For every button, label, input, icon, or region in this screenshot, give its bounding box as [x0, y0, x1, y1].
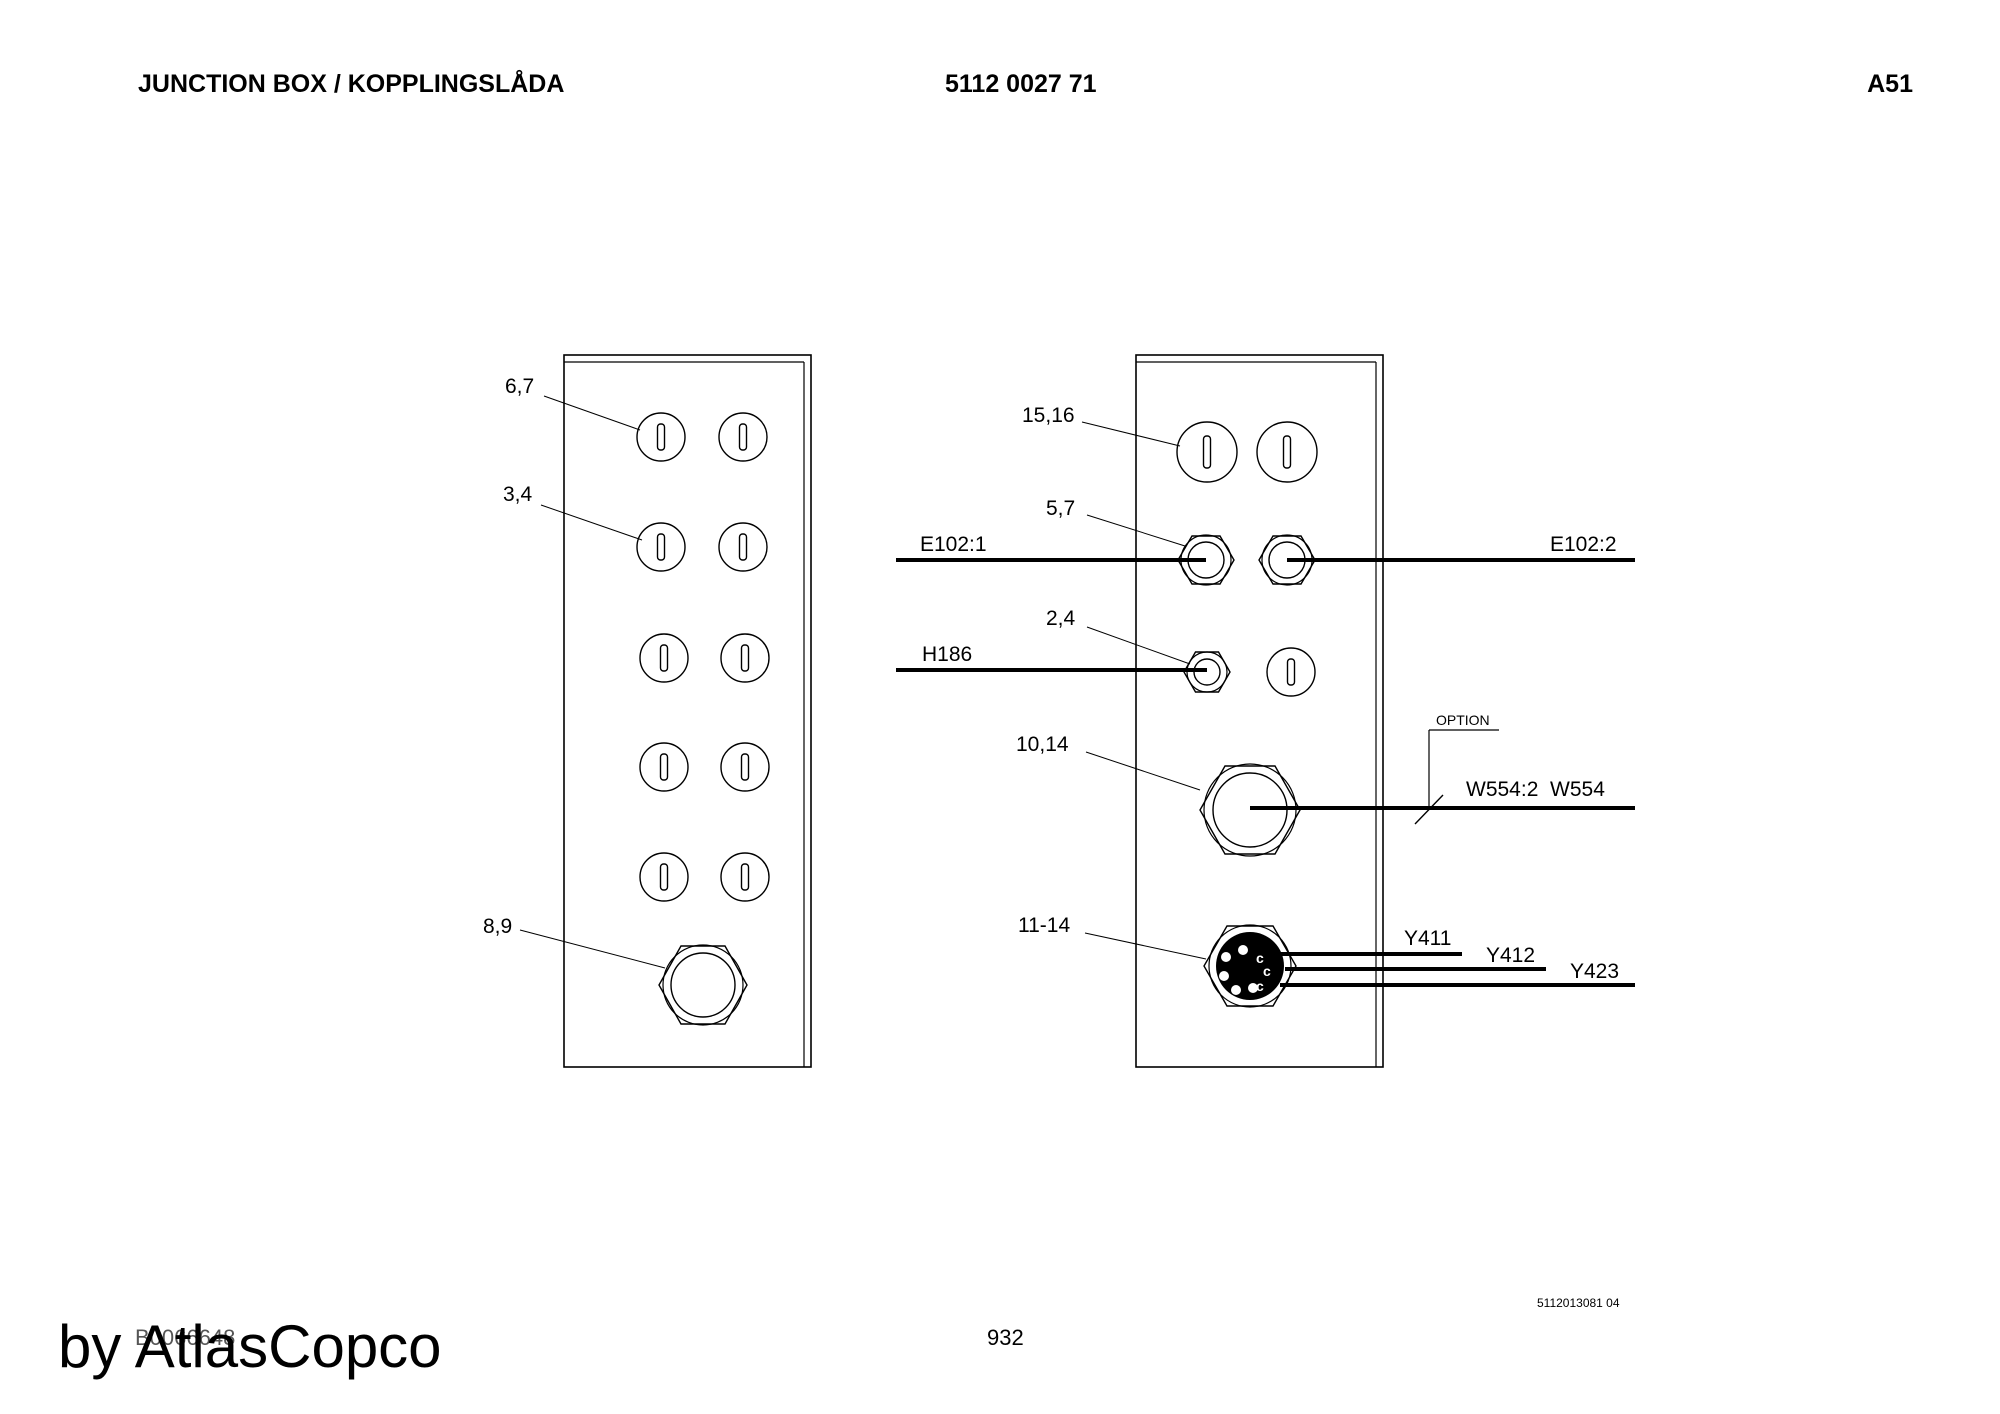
callout-10-14: 10,14: [1016, 733, 1069, 756]
callout-5-7: 5,7: [1046, 497, 1075, 520]
sheet-code: A51: [1867, 70, 1913, 98]
callout-6-7: 6,7: [505, 375, 534, 398]
drawing-number: 5112013081 04: [1537, 1296, 1620, 1310]
wire-label-y411: Y411: [1404, 927, 1452, 950]
wire-label-y412: Y412: [1486, 944, 1535, 967]
brand-watermark: by AtlasCopco: [58, 1313, 442, 1380]
right-box: c c c 15,16 5,7 2,4 10,14 11-14: [1016, 354, 1384, 1068]
callout-8-9: 8,9: [483, 915, 512, 938]
callout-3-4: 3,4: [503, 483, 533, 506]
left-box: 6,7 3,4 8,9: [483, 354, 812, 1068]
drawing-title: JUNCTION BOX / KOPPLINGSLÅDA: [138, 70, 565, 98]
wire-label-h186: H186: [922, 643, 972, 666]
part-number: 5112 0027 71: [945, 70, 1097, 98]
option-label: OPTION: [1436, 712, 1490, 728]
page-number: 932: [987, 1325, 1024, 1350]
multi-pin-connector: c c c: [1203, 924, 1297, 1008]
wire-label-y423: Y423: [1570, 960, 1619, 983]
svg-text:c: c: [1263, 963, 1271, 979]
wire-label-e102-2: E102:2: [1550, 533, 1617, 556]
wire-label-w554: W554:2 W554: [1466, 778, 1605, 801]
callout-15-16: 15,16: [1022, 404, 1075, 427]
svg-text:c: c: [1256, 950, 1264, 966]
option-marker: [1414, 729, 1499, 825]
wire-label-e102-1: E102:1: [920, 533, 987, 556]
callout-2-4: 2,4: [1046, 607, 1076, 630]
callout-11-14: 11-14: [1018, 914, 1070, 937]
svg-text:c: c: [1256, 978, 1264, 994]
wiring: [896, 558, 1635, 987]
document-id: B0066648: [135, 1325, 236, 1350]
